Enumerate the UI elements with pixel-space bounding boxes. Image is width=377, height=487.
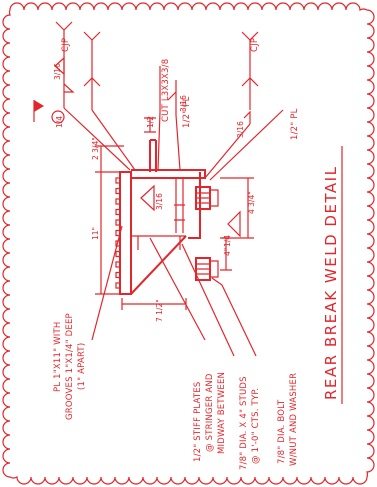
leader-bolt bbox=[211, 277, 257, 357]
weld-fillet-right bbox=[243, 110, 251, 124]
flag-marker bbox=[33, 100, 65, 124]
label-plate-grooves-1: PL 1"X11" WITH bbox=[53, 322, 63, 392]
groove-notch bbox=[115, 219, 120, 226]
leader-stiff bbox=[149, 237, 206, 341]
label-plate-grooves-3: (1" APART) bbox=[77, 343, 87, 390]
label-studs-2: @ 1'-0" CTS. TYP. bbox=[251, 388, 261, 464]
weld-fillet-body-right bbox=[227, 210, 241, 238]
label-bolt-1: 7/8" DIA. BOLT bbox=[277, 399, 287, 464]
dim-top-offset bbox=[95, 145, 124, 172]
dim-small-text: 1/2 bbox=[146, 116, 155, 128]
stud-lower bbox=[137, 236, 181, 250]
dim-right-lower-text: 4" bbox=[223, 248, 232, 256]
weld-size-1: 3/16 bbox=[53, 63, 62, 80]
weld-fillet-mid bbox=[167, 80, 177, 115]
weld-size-2: 1/4 bbox=[55, 116, 64, 128]
weld-fillet-body-upper bbox=[140, 184, 155, 212]
groove-notch bbox=[115, 282, 120, 289]
groove-notch bbox=[115, 198, 120, 205]
gusset-diagonal bbox=[130, 235, 187, 295]
weld-size-6: 3/16 bbox=[155, 193, 164, 210]
groove-notch bbox=[115, 229, 120, 237]
weld-groove-cjp bbox=[83, 77, 101, 87]
label-plate-grooves-2: GROOVES 1"X1/4" DEEP bbox=[65, 313, 75, 420]
weld-groove-right bbox=[241, 77, 259, 87]
leader-angle bbox=[157, 111, 161, 171]
label-plate-half-b: 1/2" PL bbox=[290, 108, 300, 140]
tab-plate bbox=[149, 139, 157, 172]
groove-notch bbox=[115, 177, 120, 184]
leader-half-plate-b bbox=[209, 109, 284, 181]
label-stiff-3: MIDWAY BETWEEN bbox=[217, 372, 227, 454]
label-stiff-1: 1/2" STIFF PLATES bbox=[193, 382, 203, 462]
leader-right-plate bbox=[204, 123, 251, 179]
dim-right-lower bbox=[220, 237, 232, 271]
top-angle bbox=[131, 169, 206, 179]
stud-threads bbox=[174, 204, 185, 221]
weld-fillet-top bbox=[54, 56, 75, 93]
groove-notch bbox=[115, 261, 120, 268]
leader-cjp-2 bbox=[91, 109, 136, 171]
plate-grooves bbox=[115, 177, 120, 289]
leader-lines bbox=[63, 107, 284, 357]
label-stiff-2: @ STRINGER AND bbox=[205, 373, 215, 452]
weld-size-5: 1/4 bbox=[223, 235, 232, 247]
dim-bottom-text: 7 1/2" bbox=[155, 299, 164, 322]
weld-ref-line-cjp bbox=[83, 31, 101, 110]
weld-ref-line-right bbox=[241, 31, 259, 110]
drawing-title: REAR BREAK WELD DETAIL bbox=[322, 166, 340, 400]
groove-notch bbox=[115, 250, 120, 258]
groove-notch bbox=[115, 271, 120, 279]
dim-height-text: 11" bbox=[91, 227, 100, 240]
lower-bolt bbox=[195, 257, 219, 281]
dim-top-offset-text: 2 3/4" bbox=[91, 137, 100, 160]
annotation-text: CJP CJP CUT L3X3X3/8 1/2" PL 1/2" PL PL … bbox=[53, 38, 300, 470]
weld-size-text: 3/16 1/4 3/16 3/16 1/4 3/16 2 3/4" 11" 4… bbox=[53, 63, 256, 322]
leader-grooved-plate bbox=[91, 225, 123, 341]
dim-height bbox=[95, 171, 120, 295]
upper-bolt bbox=[195, 186, 219, 210]
leader-half-plate bbox=[175, 114, 181, 171]
label-cjp-top: CJP bbox=[61, 38, 71, 52]
dim-bottom bbox=[121, 298, 187, 310]
weld-size-4: 3/16 bbox=[236, 121, 245, 138]
dimension-lines bbox=[95, 145, 254, 310]
label-cut-angle: CUT L3X3X3/8 bbox=[161, 59, 171, 122]
label-cjp-right: CJP bbox=[250, 38, 260, 52]
leader-cjp-top bbox=[63, 107, 131, 171]
groove-notch bbox=[115, 208, 120, 216]
groove-notch bbox=[115, 187, 120, 195]
label-studs-1: 7/8" DIA. X 4" STUDS bbox=[239, 376, 249, 470]
label-bolt-2: W/NUT AND WASHER bbox=[289, 373, 299, 466]
dim-right-upper-text: 4 3/4" bbox=[247, 191, 256, 214]
grooved-plate bbox=[119, 171, 132, 295]
leader-studs bbox=[181, 243, 235, 357]
label-plate-half-a: 1/2" PL bbox=[182, 96, 192, 128]
weld-size-3: 3/16 bbox=[179, 95, 188, 112]
weld-symbols bbox=[54, 21, 259, 238]
top-angle-inner bbox=[131, 172, 201, 179]
weldment-assembly bbox=[115, 117, 219, 295]
